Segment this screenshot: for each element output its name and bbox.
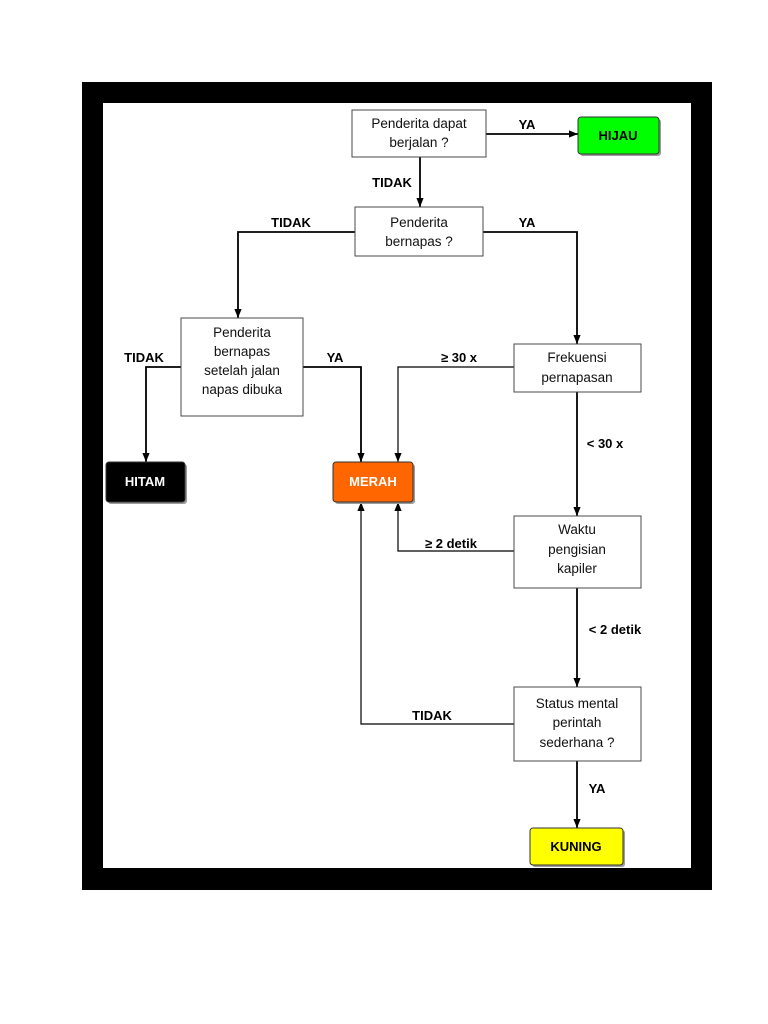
question-text-line: kapiler: [557, 561, 597, 576]
outcome-box: [577, 116, 660, 155]
edge-label-kapiler-ge2: ≥ 2 detik: [425, 536, 478, 551]
edge-bernapas-to-setelah: [234, 231, 355, 318]
edge-label-bernapas-ya: YA: [519, 215, 536, 230]
question-text-line: Penderita dapat: [371, 116, 467, 131]
outcome-label: HITAM: [125, 474, 165, 489]
edge-label-berjalan-tidak: TIDAK: [372, 175, 412, 190]
question-box: [180, 317, 304, 417]
question-text-line: Status mental: [536, 696, 619, 711]
edge-label-setelah-tidak: TIDAK: [124, 350, 164, 365]
question-text-line: bernapas: [214, 344, 271, 359]
edge-label-bernapas-tidak: TIDAK: [271, 215, 311, 230]
outcome-label: KUNING: [550, 839, 601, 854]
question-status-mental: Status mental perintah sederhana ?: [513, 686, 642, 762]
edge-label-berjalan-ya: YA: [519, 117, 536, 132]
outcome-box: [529, 827, 624, 866]
outcome-label: HIJAU: [598, 128, 637, 143]
edge-label-mental-tidak: TIDAK: [412, 708, 452, 723]
question-bernapas: Penderita bernapas ?: [354, 206, 484, 257]
edge-label-kapiler-lt2: < 2 detik: [589, 622, 642, 637]
edge-bernapas-to-frekuensi: [483, 231, 581, 344]
question-box: [513, 515, 642, 589]
question-text-line: pernapasan: [541, 370, 612, 385]
edge-label-frekuensi-lt30: < 30 x: [587, 436, 624, 451]
question-text-line: setelah jalan: [204, 363, 280, 378]
question-text-line: Waktu: [558, 522, 596, 537]
edge-status-to-merah: [357, 502, 514, 725]
question-waktu-pengisian-kapiler: Waktu pengisian kapiler: [513, 515, 642, 589]
outcome-hitam: HITAM: [105, 461, 187, 504]
question-bernapas-setelah-jalan-napas-dibuka: Penderita bernapas setelah jalan napas d…: [180, 317, 304, 417]
question-box: [351, 109, 487, 158]
question-box: [354, 206, 484, 257]
question-text-line: sederhana ?: [539, 735, 614, 750]
question-frekuensi-pernapasan: Frekuensi pernapasan: [513, 343, 642, 393]
outcome-merah: MERAH: [332, 461, 415, 504]
outcome-kuning: KUNING: [529, 827, 625, 867]
outcome-box: [332, 461, 414, 503]
edge-setelah-to-hitam: [142, 366, 181, 462]
question-text-line: berjalan ?: [389, 135, 448, 150]
edge-setelah-to-merah: [303, 366, 365, 462]
question-dapat-berjalan: Penderita dapat berjalan ?: [351, 109, 487, 158]
edge-label-setelah-ya: YA: [327, 350, 344, 365]
outcome-label: MERAH: [349, 474, 397, 489]
edge-waktu-to-merah: [394, 502, 514, 552]
question-text-line: bernapas ?: [385, 234, 453, 249]
outcome-hijau: HIJAU: [577, 116, 661, 156]
outcome-box: [105, 461, 186, 503]
question-text-line: napas dibuka: [202, 382, 283, 397]
question-text-line: Penderita: [390, 215, 448, 230]
question-text-line: perintah: [553, 715, 602, 730]
question-text-line: pengisian: [548, 542, 606, 557]
question-text-line: Penderita: [213, 325, 271, 340]
question-box: [513, 343, 642, 393]
question-text-line: Frekuensi: [547, 350, 606, 365]
edge-label-mental-ya: YA: [589, 781, 606, 796]
edge-label-frekuensi-ge30: ≥ 30 x: [441, 350, 478, 365]
edge-frekuensi-to-merah: [394, 366, 514, 462]
question-box: [513, 686, 642, 762]
